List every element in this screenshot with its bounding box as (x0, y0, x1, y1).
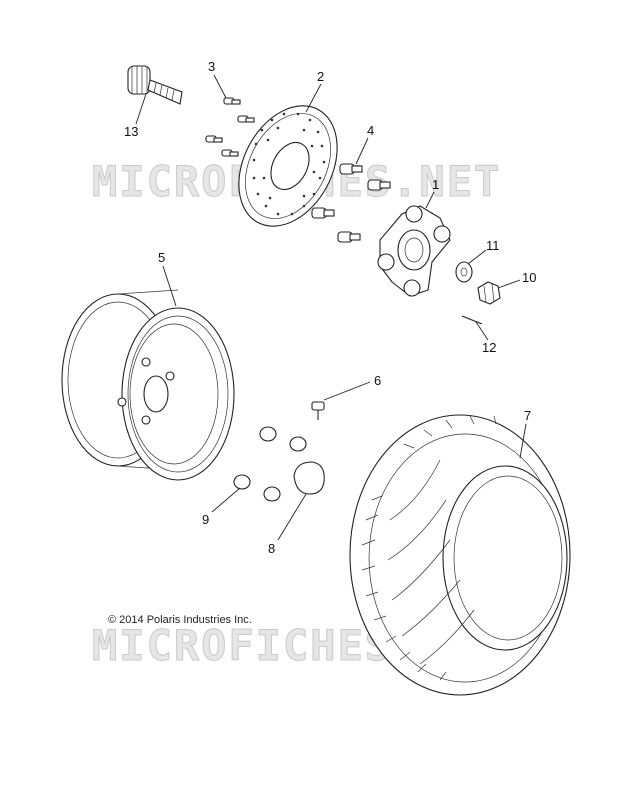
callout-2: 2 (317, 69, 324, 84)
callout-7: 7 (524, 408, 531, 423)
callout-5: 5 (158, 250, 165, 265)
tire-part (349, 414, 571, 696)
callout-13: 13 (124, 124, 138, 139)
cotter-pin-part (461, 315, 483, 325)
callout-9: 9 (202, 512, 209, 527)
callout-12: 12 (482, 340, 496, 355)
leader-lines (135, 74, 527, 541)
brake-disc-part (238, 105, 338, 227)
washer-part (455, 261, 473, 283)
callout-8: 8 (268, 541, 275, 556)
callout-6: 6 (374, 373, 381, 388)
callout-10: 10 (522, 270, 536, 285)
callout-4: 4 (367, 123, 374, 138)
wheel-rim-part (61, 289, 235, 481)
callout-11: 11 (486, 238, 500, 253)
valve-stem-part (311, 401, 325, 420)
center-cap-part (293, 461, 325, 495)
copyright-text: © 2014 Polaris Industries Inc. (108, 614, 252, 626)
small-bolts-part (205, 97, 255, 157)
callout-3: 3 (208, 59, 215, 74)
hub-studs-part (311, 163, 391, 243)
lug-nuts-part (233, 426, 307, 502)
wheel-stud-part (127, 65, 183, 105)
castle-nut-part (477, 281, 501, 305)
wheel-hub-part (377, 205, 451, 297)
callout-1: 1 (432, 177, 439, 192)
